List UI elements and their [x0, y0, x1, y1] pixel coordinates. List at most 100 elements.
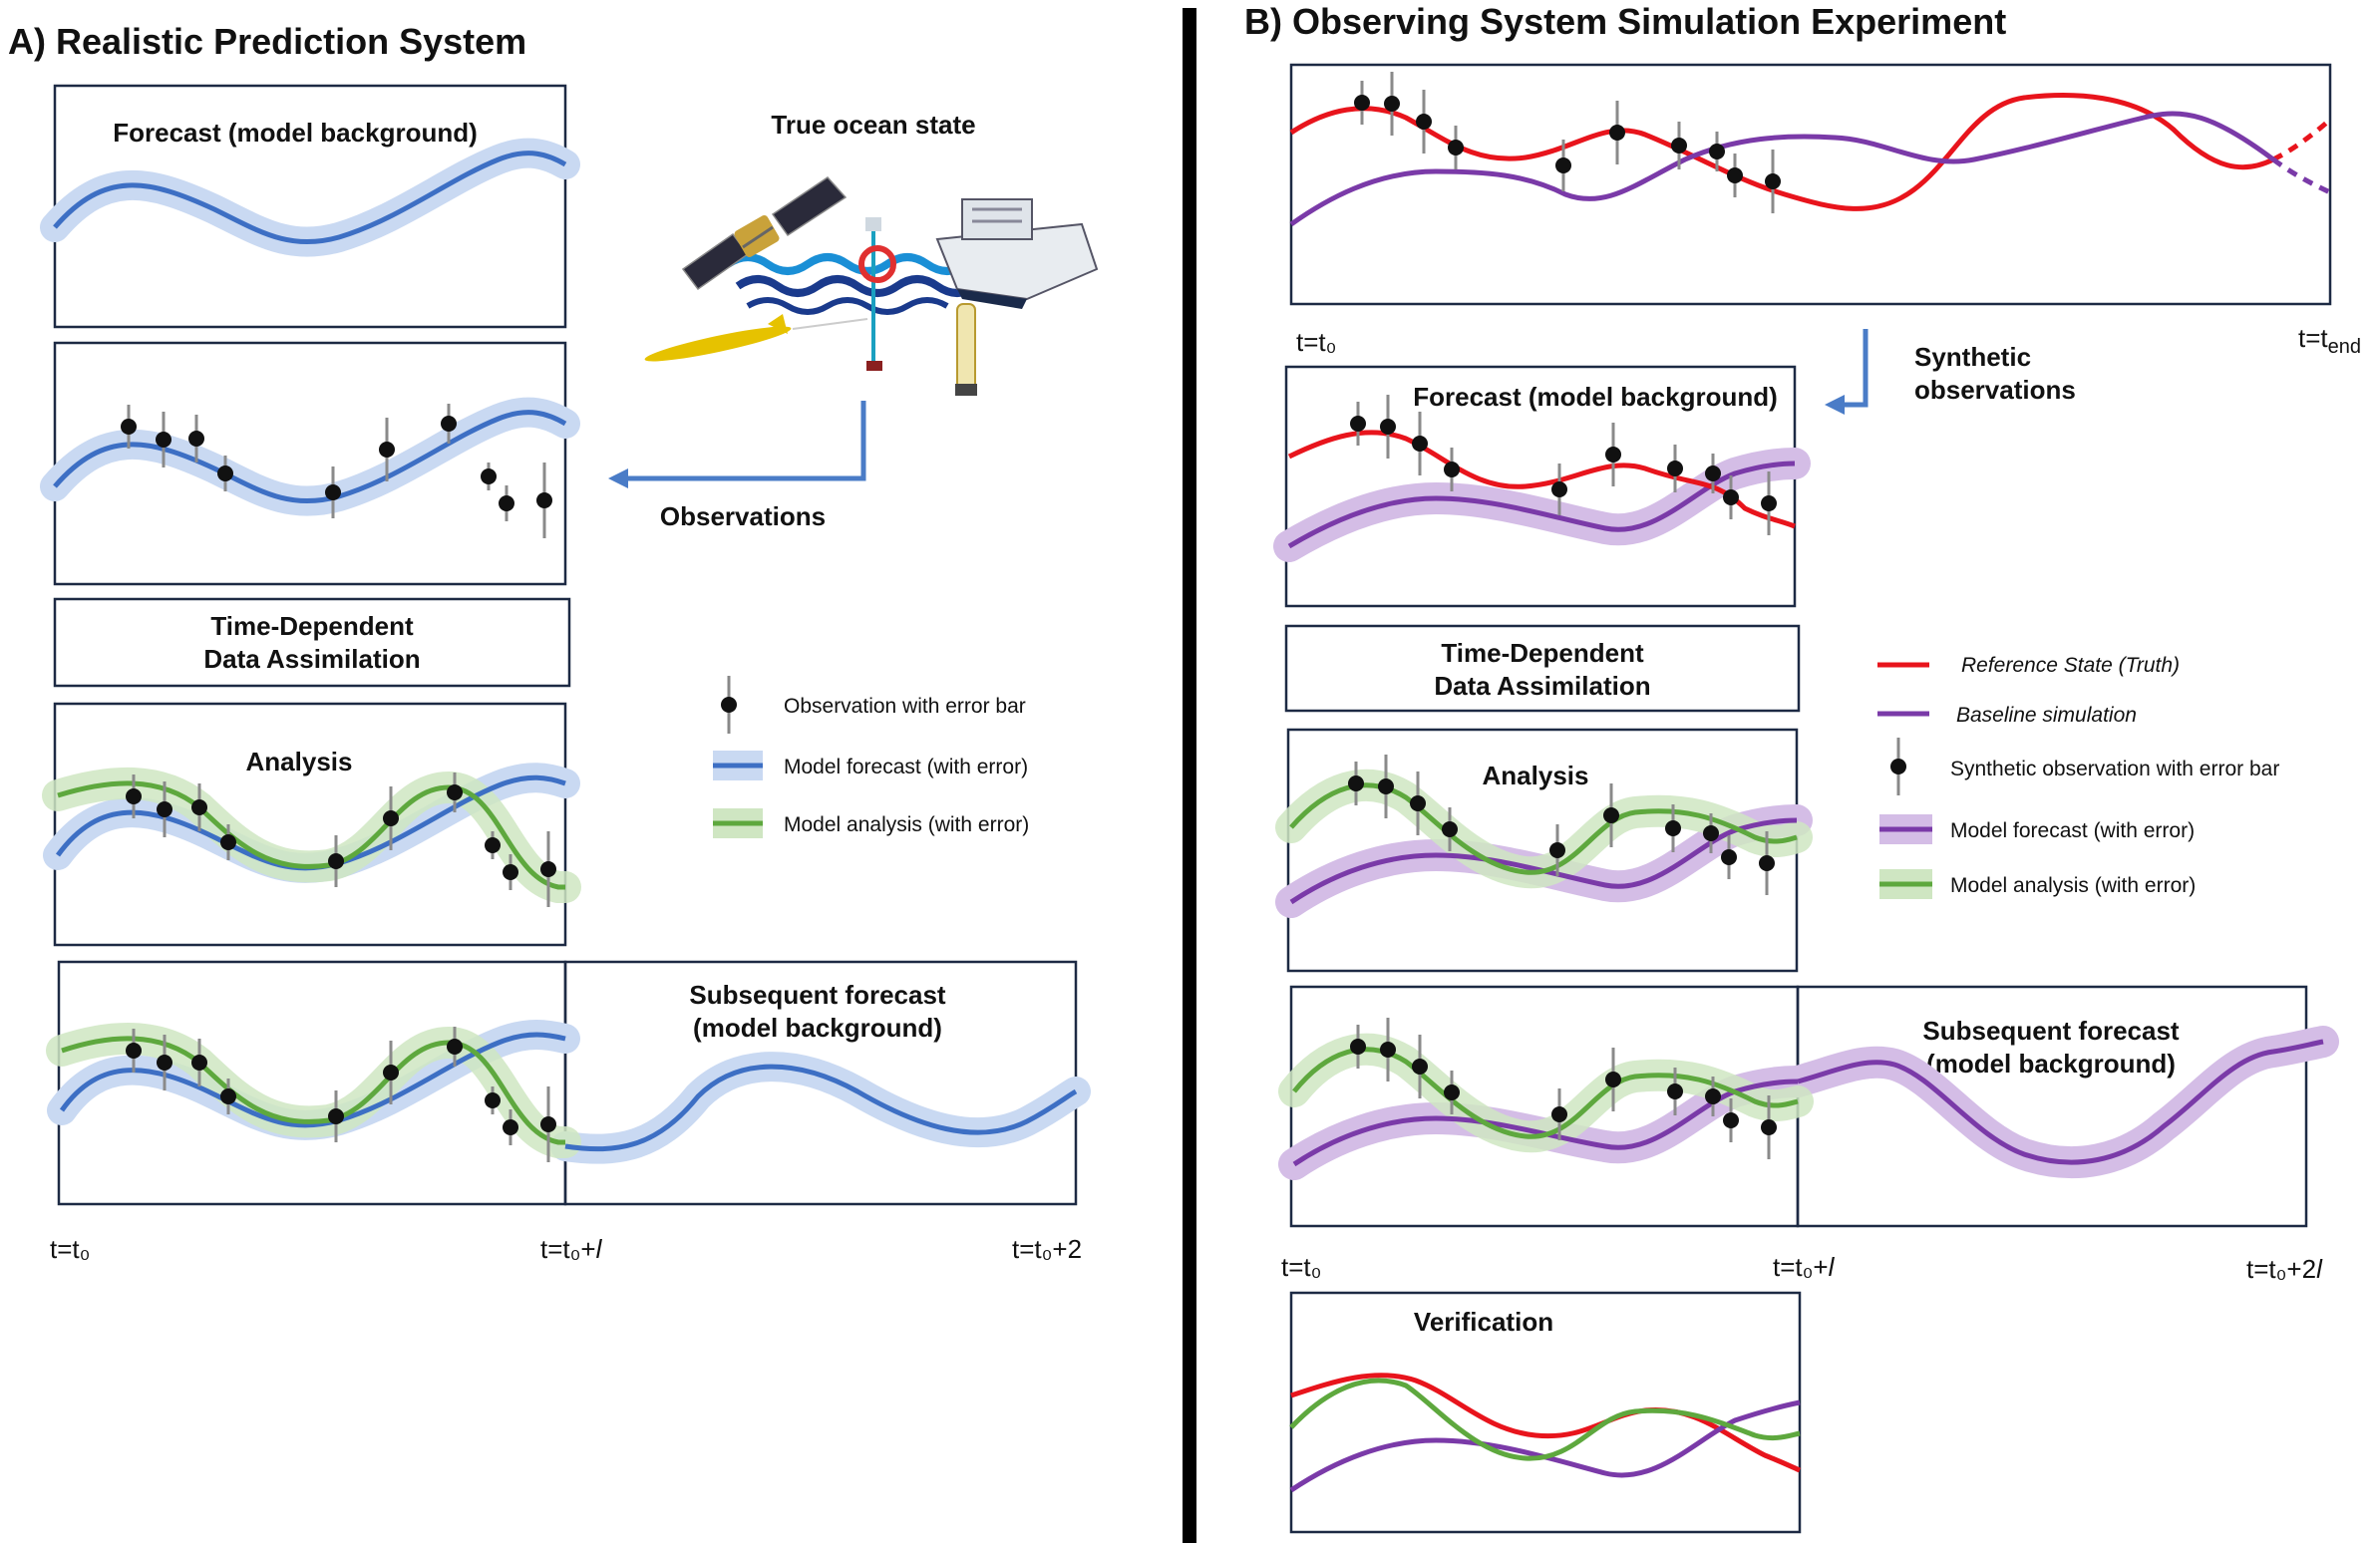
b-legend: Reference State (Truth) Baseline simulat… [1877, 654, 2279, 899]
panel-a: A) Realistic Prediction System Forecast … [8, 21, 1099, 1264]
b-analysis-observation-point [1549, 842, 1565, 858]
a-observation-point [536, 492, 552, 508]
b-forecast-curves [1273, 430, 1811, 562]
b-forecast-observation-point [1444, 462, 1460, 477]
b-forecast-title: Forecast (model background) [1413, 382, 1778, 412]
a-analysis-observation-point [328, 853, 344, 869]
a-analysis-observation-points [126, 772, 556, 907]
a-analysis-title: Analysis [246, 747, 353, 776]
a-subsequent-observation-point [540, 1116, 556, 1132]
b-reference-box [1289, 63, 2332, 306]
b-analysis-observation-point [1442, 821, 1458, 837]
b-time-t1: t=t₀+l [1773, 1252, 1836, 1282]
a-obs-box [53, 341, 567, 586]
a-subsequent-observation-point [126, 1043, 142, 1059]
a-subsequent-observation-point [220, 1088, 236, 1104]
a-subsequent-observation-point [157, 1055, 172, 1071]
b-analysis-title: Analysis [1483, 761, 1589, 790]
a-forecast-curve [40, 138, 580, 257]
b-da-line2: Data Assimilation [1434, 671, 1650, 701]
b-subsequent-observation-points [1350, 1018, 1777, 1159]
b-forecast-observation-point [1723, 489, 1739, 505]
b-synthetic-observation-point [1354, 95, 1370, 111]
a-observation-point [217, 465, 233, 481]
b-legend-obs-label: Synthetic observation with error bar [1950, 758, 2279, 780]
b-subsequent-observation-point [1761, 1119, 1777, 1135]
b-synthetic-observation-point [1727, 167, 1743, 183]
b-analysis-observation-points [1348, 755, 1775, 895]
a-legend-obs: Observation with error bar [721, 676, 1026, 734]
a-observation-point [156, 432, 171, 448]
a-observation-point [441, 416, 457, 432]
a-observation-points [121, 404, 552, 538]
a-subsequent-observation-point [191, 1055, 207, 1071]
b-forecast-observation-points [1350, 395, 1777, 535]
b-synthetic-line2: observations [1914, 375, 2076, 405]
a-subsequent-observation-points [126, 1027, 556, 1162]
b-subsequent-observation-point [1551, 1106, 1567, 1122]
b-subsequent-line2: (model background) [1926, 1049, 2176, 1079]
a-analysis-box [53, 702, 567, 947]
b-synthetic-observation-point [1555, 157, 1571, 173]
b-legend-reference-label: Reference State (Truth) [1961, 654, 2180, 677]
b-forecast-observation-point [1705, 465, 1721, 481]
a-analysis-observation-point [220, 834, 236, 850]
a-analysis-observation-point [485, 837, 501, 853]
b-synthetic-observation-point [1765, 173, 1781, 189]
a-observation-point [121, 419, 137, 435]
b-da-line1: Time-Dependent [1441, 638, 1644, 668]
b-forecast-observation-point [1412, 436, 1428, 452]
a-da-line1: Time-Dependent [210, 611, 414, 641]
a-legend: Observation with error bar Model forecas… [713, 676, 1029, 838]
a-observation-point [188, 431, 204, 447]
glider-icon [644, 314, 868, 362]
b-time-t2: t=t₀+2l [2246, 1254, 2323, 1284]
a-true-state-title: True ocean state [771, 110, 975, 140]
b-time-end: t=tend [2298, 323, 2361, 358]
a-subsequent-observation-point [447, 1039, 463, 1055]
a-subsequent-line1: Subsequent forecast [689, 980, 946, 1010]
b-forecast-observation-point [1380, 419, 1396, 435]
a-subsequent-observation-point [328, 1108, 344, 1124]
b-reference-curves [1289, 93, 2332, 227]
b-subsequent-observation-point [1412, 1059, 1428, 1075]
wave-icon [735, 275, 980, 297]
b-synthetic-observation-point [1709, 144, 1725, 159]
ocean-observing-illustration [644, 176, 1099, 396]
b-synthetic-observation-point [1448, 140, 1464, 155]
b-analysis-observation-point [1378, 778, 1394, 794]
b-forecast-observation-point [1667, 461, 1683, 476]
b-verification-title: Verification [1414, 1307, 1553, 1337]
b-analysis-observation-point [1603, 807, 1619, 823]
b-forecast-observation-point [1551, 481, 1567, 497]
a-observation-point [379, 442, 395, 458]
a-observations-label: Observations [660, 501, 826, 531]
a-legend-analysis-label: Model analysis (with error) [784, 813, 1029, 836]
b-analysis-observation-point [1665, 820, 1681, 836]
a-analysis-observation-point [447, 784, 463, 800]
a-subsequent-observation-point [485, 1092, 501, 1108]
b-forecast-box [1284, 365, 1797, 608]
b-subsequent-observation-point [1605, 1072, 1621, 1087]
b-legend-analysis-label: Model analysis (with error) [1950, 874, 2196, 897]
b-time-start: t=t₀ [1296, 327, 1336, 357]
a-observation-point [325, 484, 341, 500]
b-analysis-observation-point [1721, 849, 1737, 865]
a-analysis-observation-point [157, 801, 172, 817]
a-subsequent-curves [46, 1020, 1091, 1164]
b-synthetic-arrow [1825, 329, 1869, 415]
a-da-box [53, 597, 571, 688]
a-forecast-title: Forecast (model background) [113, 118, 478, 148]
a-analysis-observation-point [383, 810, 399, 826]
b-synthetic-observation-point [1609, 125, 1625, 141]
a-time-t1: t=t₀+l [540, 1234, 603, 1264]
b-analysis-observation-point [1410, 795, 1426, 811]
b-subsequent-observation-point [1705, 1088, 1721, 1104]
a-da-line2: Data Assimilation [203, 644, 420, 674]
b-synthetic-observation-point [1671, 138, 1687, 154]
a-legend-forecast: Model forecast (with error) [713, 751, 1028, 780]
panel-b: B) Observing System Simulation Experimen… [1244, 1, 2361, 1534]
b-forecast-observation-point [1761, 495, 1777, 511]
a-time-t0: t=t₀ [50, 1234, 90, 1264]
